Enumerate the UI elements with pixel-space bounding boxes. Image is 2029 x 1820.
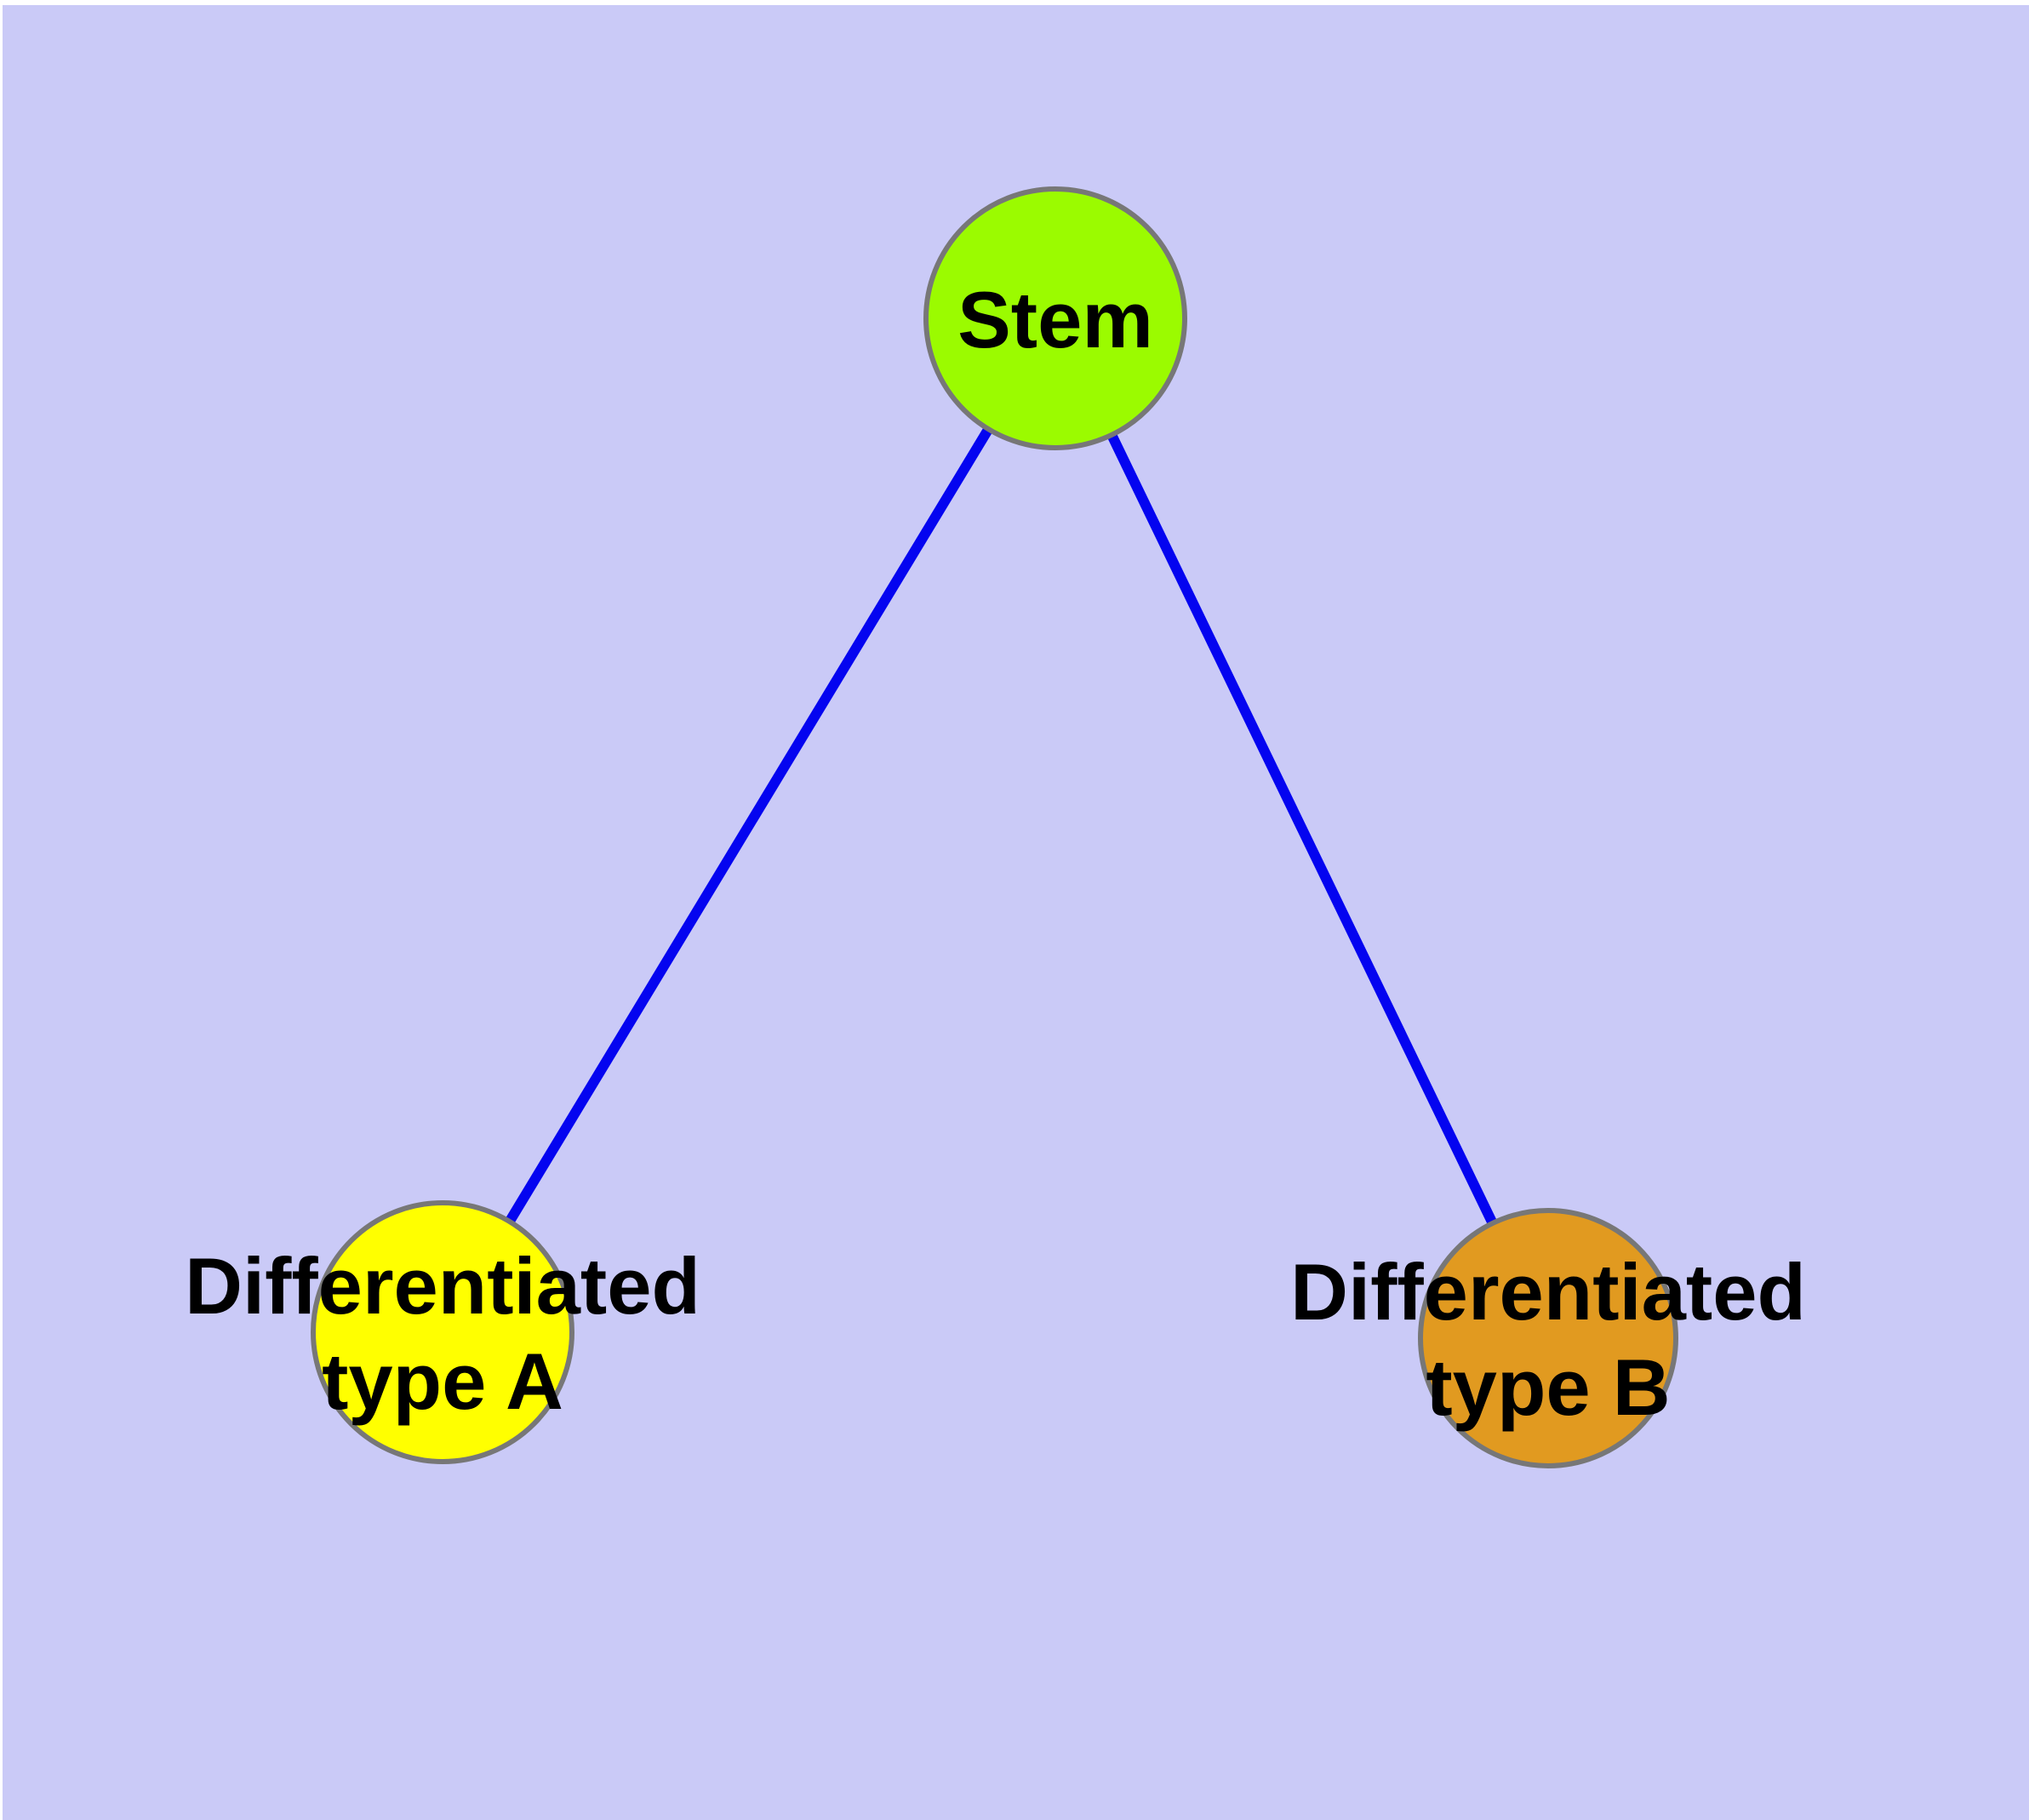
node-type-a-label-line: type A (322, 1336, 563, 1426)
node-stem-circle (923, 186, 1187, 450)
node-type-a-label-line: Differentiated (185, 1241, 700, 1331)
node-stem-label-line: Stem (957, 275, 1153, 364)
edge-stem-to-type-b (1050, 316, 1553, 1341)
node-type-b-circle (1418, 1208, 1678, 1468)
node-type-b-label-line: type B (1426, 1342, 1670, 1432)
node-type-a-circle (311, 1200, 574, 1464)
edge-stem-to-type-a (437, 315, 1060, 1336)
node-stem-label: Stem (957, 275, 1153, 364)
node-type-b-label-line: Differentiated (1290, 1247, 1806, 1336)
